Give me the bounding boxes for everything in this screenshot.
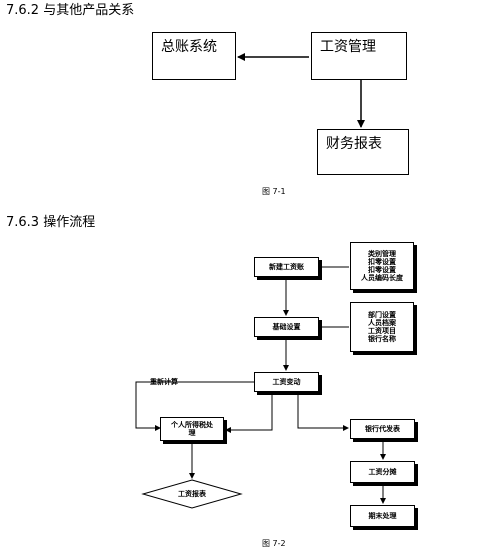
salary-report-label: 工资报表 bbox=[178, 490, 206, 498]
recalculate-label: 重新计算 bbox=[150, 378, 178, 386]
period-end-box: 期末处理 bbox=[350, 505, 415, 527]
general-ledger-label: 总账系统 bbox=[161, 39, 217, 55]
list-item: 人员档案 bbox=[368, 318, 396, 327]
section-heading-relations: 7.6.2 与其他产品关系 bbox=[6, 3, 135, 18]
salary-report-diamond bbox=[141, 479, 243, 509]
list-item: 类别管理 bbox=[368, 249, 396, 258]
list-item: 工资项目 bbox=[368, 327, 396, 335]
income-tax-label-line1: 个人所得税处 bbox=[171, 420, 213, 429]
payroll-box: 工资管理 bbox=[311, 32, 407, 80]
figure-caption-7-1: 图 7-1 bbox=[262, 187, 286, 196]
salary-change-label: 工资变动 bbox=[272, 377, 301, 386]
new-account-options-list: 类别管理 扣零设置 扣零设置 人员编码长度 bbox=[350, 242, 414, 290]
list-item: 银行名称 bbox=[368, 335, 396, 344]
figure-caption-7-2: 图 7-2 bbox=[262, 539, 286, 548]
bank-transfer-label: 银行代发表 bbox=[365, 424, 400, 433]
new-salary-account-box: 新建工资账 bbox=[254, 257, 319, 277]
list-item: 部门设置 bbox=[368, 310, 396, 319]
income-tax-label-line2: 理 bbox=[188, 429, 196, 437]
general-ledger-box: 总账系统 bbox=[152, 32, 236, 80]
basic-settings-options-list: 部门设置 人员档案 工资项目 银行名称 bbox=[350, 302, 414, 352]
new-salary-account-label: 新建工资账 bbox=[269, 262, 304, 271]
list-item: 扣零设置 bbox=[368, 257, 396, 266]
income-tax-box: 个人所得税处 理 bbox=[160, 417, 224, 441]
financial-reports-box: 财务报表 bbox=[317, 129, 409, 175]
section-heading-workflow: 7.6.3 操作流程 bbox=[6, 215, 96, 230]
payroll-label: 工资管理 bbox=[320, 39, 376, 55]
salary-allocation-box: 工资分摊 bbox=[350, 461, 415, 483]
basic-settings-label: 基础设置 bbox=[272, 322, 301, 331]
list-item: 人员编码长度 bbox=[361, 274, 403, 283]
period-end-label: 期末处理 bbox=[368, 511, 397, 520]
list-item: 扣零设置 bbox=[368, 266, 396, 274]
basic-settings-box: 基础设置 bbox=[254, 317, 319, 337]
financial-reports-label: 财务报表 bbox=[326, 136, 382, 152]
bank-transfer-box: 银行代发表 bbox=[350, 419, 415, 439]
salary-change-box: 工资变动 bbox=[254, 372, 319, 392]
salary-allocation-label: 工资分摊 bbox=[368, 467, 397, 476]
